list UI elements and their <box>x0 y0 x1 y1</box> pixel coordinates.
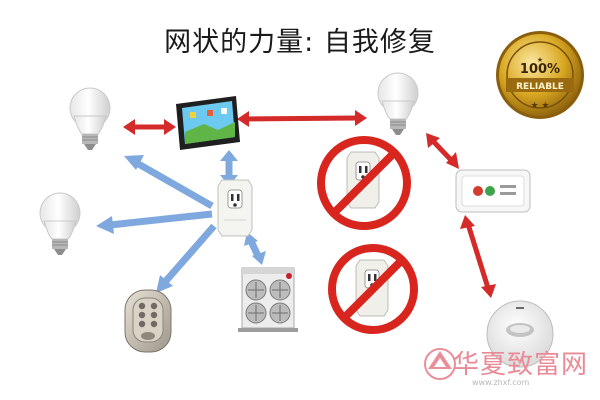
red-link-bulb-to-tablet <box>123 119 176 135</box>
red-links <box>123 110 496 298</box>
keypad-lock-icon <box>124 289 172 353</box>
light-bulb-icon <box>69 87 111 150</box>
blue-links <box>96 150 266 293</box>
light-bulb-icon <box>377 72 419 135</box>
thermostat-icon <box>455 169 531 213</box>
tablet-icon <box>176 96 240 150</box>
reliability-badge-icon: 100% RELIABLE ★ ★ ★ <box>496 31 584 119</box>
smart-plug-icon <box>217 179 253 237</box>
blue-link-plug-to-hvac <box>244 232 266 265</box>
blue-link-plug-to-bulb-top-left <box>124 155 214 210</box>
page-title: 网状的力量: 自我修复 <box>164 27 436 58</box>
light-bulb-icon <box>39 192 81 255</box>
banned-plug-icon <box>317 136 411 230</box>
red-link-tablet-to-bulb-right <box>237 110 367 127</box>
red-link-thermostat-to-remote <box>460 215 496 298</box>
watermark-logo-icon <box>424 348 456 380</box>
badge-percent: 100% <box>520 62 560 77</box>
watermark-url: www.zhxf.com <box>472 378 530 387</box>
banned-plug-icon <box>328 244 418 334</box>
badge-label: RELIABLE <box>516 82 564 92</box>
svg-text:★ ★: ★ ★ <box>531 101 550 111</box>
red-link-bulb-right-to-thermostat <box>426 133 459 169</box>
blue-link-plug-to-door-lock <box>156 223 217 293</box>
round-remote-icon <box>486 300 554 368</box>
watermark-text: 华夏致富网 <box>453 350 589 380</box>
blue-link-plug-to-bulb-mid-left <box>96 210 213 234</box>
air-conditioner-icon <box>238 267 298 332</box>
svg-text:★: ★ <box>537 56 543 64</box>
